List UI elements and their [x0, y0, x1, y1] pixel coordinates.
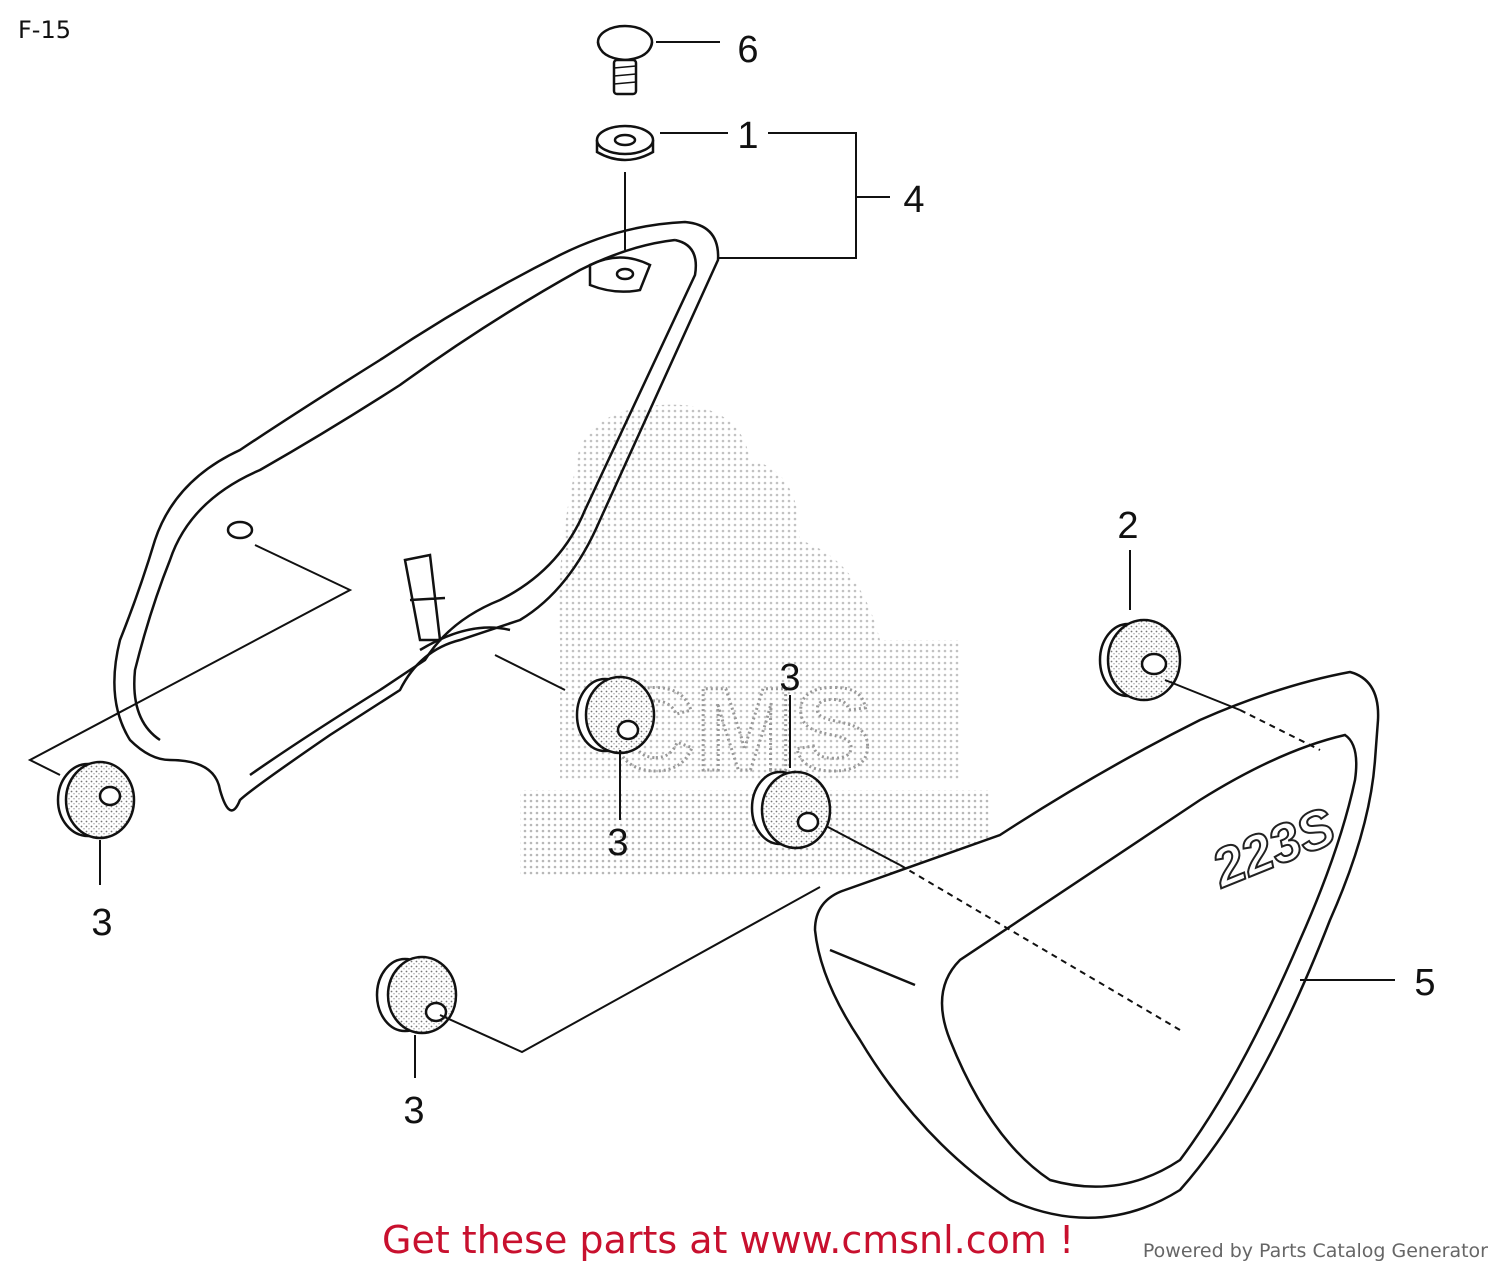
- callout-4: 4: [903, 179, 924, 221]
- powered-by-label: Powered by Parts Catalog Generator: [1142, 1240, 1488, 1262]
- grommet-left: [56, 760, 136, 840]
- left-side-cover: [113, 220, 720, 812]
- get-parts-link[interactable]: Get these parts at www.cmsnl.com !: [382, 1218, 1075, 1262]
- reference-lines: [27, 41, 1395, 1078]
- callout-1: 1: [737, 115, 758, 157]
- callout-3-left: 3: [91, 902, 112, 944]
- watermark-text: CMS: [610, 664, 872, 796]
- grommet-center: [575, 675, 656, 755]
- callout-5: 5: [1414, 962, 1435, 1004]
- callout-3-center: 3: [607, 822, 628, 864]
- callout-6: 6: [737, 29, 758, 71]
- page-label: F-15: [18, 16, 72, 44]
- washer-part-1: [595, 124, 655, 162]
- grommet-part-2: [1098, 618, 1182, 702]
- bracket-part-4: [660, 132, 890, 259]
- grommet-middle: [750, 770, 832, 850]
- grommet-bottom: [375, 955, 458, 1035]
- bolt-part-6: [596, 24, 654, 96]
- hidden-lines: [899, 709, 1321, 1031]
- callout-3-middle: 3: [779, 657, 800, 699]
- right-side-cover: 223S: [813, 670, 1380, 1220]
- callout-2: 2: [1117, 505, 1138, 547]
- callout-3-bottom: 3: [403, 1090, 424, 1132]
